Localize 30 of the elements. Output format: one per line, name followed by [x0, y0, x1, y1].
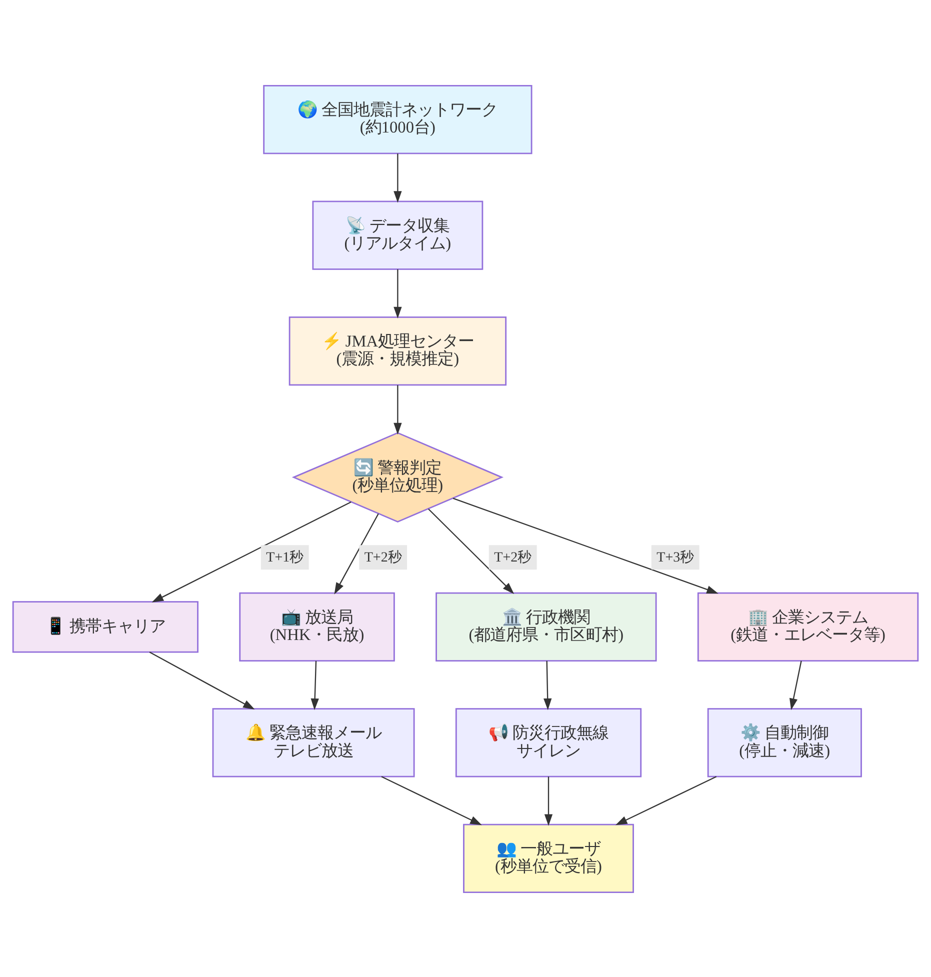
- arrow: [394, 384, 402, 434]
- edge-label: T+3秒: [656, 550, 694, 566]
- arrow: [544, 776, 553, 826]
- arrow: [452, 497, 718, 594]
- node-box: 👥 一般ユーザ (秒単位で受信): [463, 823, 634, 893]
- node-box: ⚙ 自動制御 (停止・減速): [707, 708, 862, 777]
- arrow: [310, 660, 319, 710]
- arrow: [149, 651, 255, 710]
- node-box: 🔔 緊急速報メール テレビ放送: [212, 708, 415, 777]
- arrow: [152, 500, 352, 602]
- node-diamond: 🔄 警報判定 (秒単位処理): [292, 432, 504, 522]
- node-box: 📱 携帯キャリア: [12, 600, 198, 652]
- arrow: [428, 508, 514, 594]
- arrow: [394, 153, 402, 202]
- edge-label: T+2秒: [494, 550, 532, 566]
- node-box: 📢 防災行政無線 サイレン: [455, 708, 642, 777]
- arrow: [544, 660, 552, 710]
- arrow: [381, 776, 482, 825]
- arrow: [334, 512, 379, 594]
- node-box: 📺 放送局 (NHK・民放): [239, 592, 395, 662]
- arrow: [615, 776, 717, 825]
- node-box: 📡 データ収集 (リアルタイム): [312, 200, 484, 270]
- node-box: 🌍 全国地震計ネットワーク (約1000台): [263, 84, 532, 154]
- arrow: [394, 268, 402, 318]
- arrow: [789, 660, 802, 710]
- node-box: ⚡ JMA処理センター (震源・規模推定): [288, 316, 507, 386]
- edge-label: T+2秒: [364, 550, 402, 566]
- node-box: 🏛 行政機関 (都道府県・市区町村): [436, 592, 657, 662]
- edge-label: T+1秒: [266, 550, 304, 566]
- node-box: 🏢 企業システム (鉄道・エレベータ等): [697, 592, 919, 662]
